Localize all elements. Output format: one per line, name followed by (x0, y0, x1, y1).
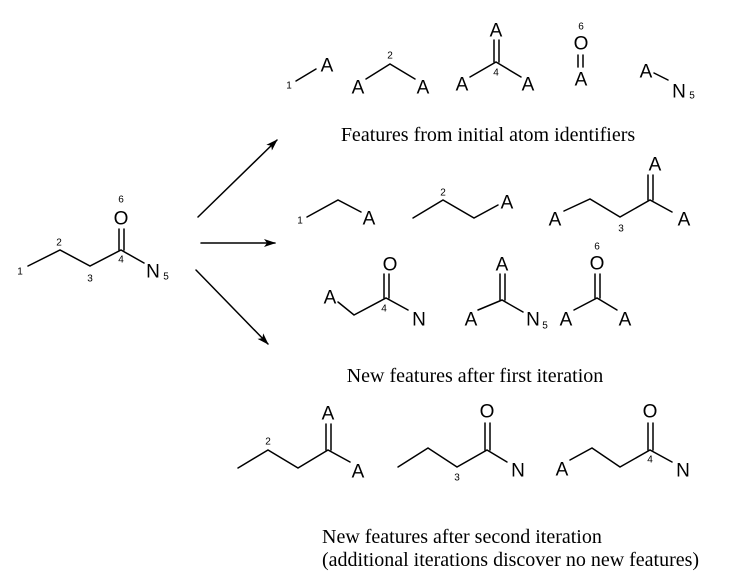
atom-a: A (556, 460, 569, 481)
feature-iter1-atom-2: 2 A (412, 188, 514, 219)
atom-a: A (496, 255, 509, 276)
atom-a: A (321, 56, 334, 77)
atom-a: A (678, 210, 691, 231)
feature-iter2-atom-2: A A 2 (237, 404, 365, 483)
caption-second-note: (additional iterations discover no new f… (322, 549, 699, 571)
feature-atom-4: A 4 A A (456, 21, 535, 96)
feature-iter2-atom-4: A O 4 N (556, 402, 690, 482)
feature-iter1-atom-6: A O 6 A (560, 242, 632, 331)
atom-o: O (383, 255, 398, 276)
atom-id: 4 (381, 304, 387, 315)
atom-o: O (590, 254, 605, 275)
atom-n: N (412, 310, 426, 331)
atom-id: 6 (594, 242, 600, 253)
atom-id: 6 (118, 195, 124, 206)
arrow-to-initial (197, 139, 278, 218)
atom-a: A (522, 75, 535, 96)
atom-o: O (114, 209, 129, 230)
atom-id: 2 (387, 51, 393, 62)
caption-first: New features after first iteration (347, 365, 604, 387)
atom-o: O (574, 34, 589, 55)
second-iteration-features: A A 2 O N 3 A O 4 N New features after s… (237, 402, 699, 571)
initial-features: 1 A A 2 A A 4 A A 6 O A A (286, 21, 695, 147)
atom-a: A (324, 288, 337, 309)
atom-a: A (352, 78, 365, 99)
atom-a: A (501, 193, 514, 214)
atom-n: N (672, 82, 686, 103)
atom-a: A (640, 62, 653, 83)
atom-n: N (511, 461, 525, 482)
arrow-to-second (195, 269, 269, 345)
atom-id: 1 (17, 267, 23, 278)
feature-atom-6: 6 O A (574, 22, 589, 91)
atom-id: 1 (286, 81, 292, 92)
atom-id: 2 (265, 437, 271, 448)
atom-a: A (363, 209, 376, 230)
atom-a: A (575, 70, 588, 91)
atom-a: A (649, 155, 662, 176)
atom-id: 3 (454, 473, 460, 484)
atom-id: 4 (118, 255, 124, 266)
atom-id: 1 (297, 216, 303, 227)
atom-a: A (456, 75, 469, 96)
atom-id: 5 (689, 91, 695, 102)
butanamide-molecule: O N 1 2 3 4 5 6 (17, 195, 169, 285)
atom-a: A (322, 404, 335, 425)
atom-id: 5 (163, 272, 169, 283)
atom-o: O (643, 402, 658, 423)
feature-iter1-atom-1: 1 A (297, 199, 376, 230)
atom-id: 3 (618, 224, 624, 235)
atom-id: 4 (493, 68, 499, 79)
feature-atom-1: 1 A (286, 56, 333, 92)
atom-o: O (480, 402, 495, 423)
feature-atom-5: A N 5 (640, 62, 696, 103)
atom-a: A (619, 310, 632, 331)
caption-initial: Features from initial atom identifiers (341, 124, 636, 146)
atom-a: A (490, 21, 503, 42)
feature-atom-2: A 2 A (352, 51, 430, 99)
atom-a: A (352, 462, 365, 483)
atom-a: A (417, 78, 430, 99)
atom-n: N (146, 262, 160, 283)
atom-a: A (465, 310, 478, 331)
caption-second: New features after second iteration (322, 526, 602, 548)
atom-id: 6 (578, 22, 584, 33)
atom-n: N (526, 310, 540, 331)
atom-id: 2 (56, 238, 62, 249)
atom-n: N (676, 461, 690, 482)
first-iteration-features: 1 A 2 A A A A 3 A O 4 N A (297, 155, 690, 388)
feature-iter1-atom-3: A A A 3 (549, 155, 691, 235)
feature-iter1-atom-5: A A N 5 (465, 255, 549, 332)
atom-id: 2 (440, 188, 446, 199)
atom-id: 4 (647, 455, 653, 466)
atom-a: A (549, 210, 562, 231)
feature-iter2-atom-3: O N 3 (397, 402, 525, 484)
atom-id: 3 (87, 274, 93, 285)
atom-a: A (560, 310, 573, 331)
feature-iter1-atom-4: A O 4 N (324, 255, 426, 331)
atom-id: 5 (542, 321, 548, 332)
